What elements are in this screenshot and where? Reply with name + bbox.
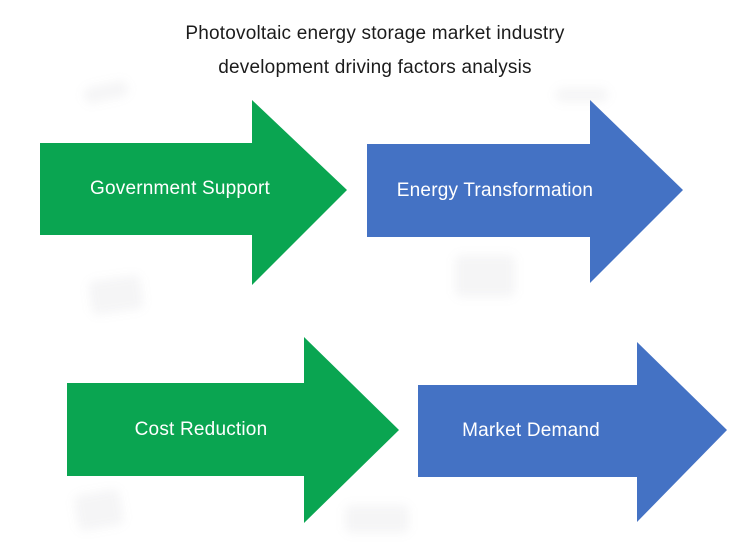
right-arrow-shape [418, 342, 727, 522]
factor-arrow-cost-reduction: Cost Reduction [67, 337, 399, 523]
diagram-title: Photovoltaic energy storage market indus… [0, 17, 750, 85]
right-arrow-shape [367, 100, 683, 283]
right-arrow-shape [40, 100, 347, 285]
factor-label-government-support: Government Support [90, 178, 270, 199]
title-line-1: Photovoltaic energy storage market indus… [185, 23, 565, 44]
factor-arrow-energy-transformation: Energy Transformation [367, 100, 683, 283]
right-arrow-shape [67, 337, 399, 523]
factor-arrow-government-support: Government Support [40, 100, 347, 285]
title-line-2: development driving factors analysis [218, 57, 532, 78]
factor-label-cost-reduction: Cost Reduction [134, 418, 268, 440]
factor-arrow-market-demand: Market Demand [418, 342, 727, 522]
factor-label-market-demand: Market Demand [462, 420, 600, 441]
factor-label-energy-transformation: Energy Transformation [396, 179, 594, 201]
